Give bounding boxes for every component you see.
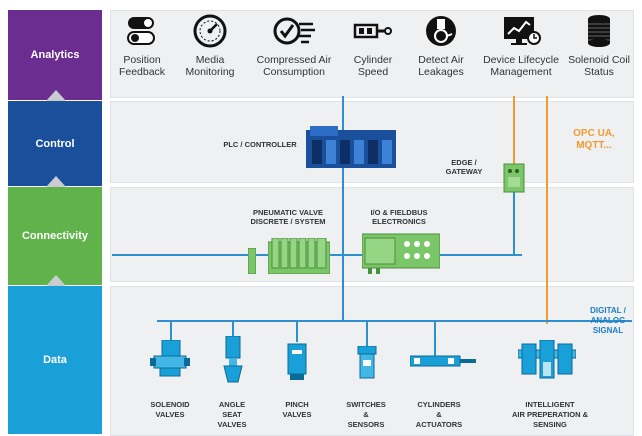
device-label-line: PINCH [285,400,309,409]
pinch-valve-icon [287,343,307,380]
layer-connectivity-label: Connectivity [21,230,88,242]
device-label-line: SEAT [222,410,242,419]
monitor-chart-icon [504,17,541,45]
drop-cylinder [434,320,436,356]
analytics-item-solenoid-coil: Solenoid Coil Status [566,14,632,78]
analytics-label-line2: Consumption [263,66,325,78]
valve-system-label-line2: DISCRETE / SYSTEM [250,217,326,226]
protocol-label-line2: MQTT... [576,140,612,151]
drop-pinch [296,320,298,342]
angle-seat-valve-icon [223,336,243,383]
analytics-item-media-monitoring: Media Monitoring [178,14,242,78]
plc-controller-icon [306,126,396,168]
signal-label-line2: ANALOG [590,316,626,325]
air-preparation-unit-icon [518,340,576,379]
data-bus [157,320,632,322]
valve-system-label-line1: PNEUMATIC VALVE [252,208,323,217]
layer-data-label: Data [43,354,67,366]
arrow-up-icon [46,176,66,187]
analytics-label-line2: Status [584,66,614,78]
protocol-label: OPC UA, MQTT... [556,128,632,152]
gauge-icon [193,14,227,48]
analytics-label-line2: Management [490,66,552,78]
device-label-line: & [436,410,442,419]
device-label-line: VALVES [282,410,312,419]
device-label-line: VALVES [217,420,247,429]
analytics-label-line1: Compressed Air [256,54,332,66]
arrow-up-icon [46,90,66,101]
layer-connectivity: Connectivity [8,187,102,285]
solenoid-valve-icon [150,340,190,377]
drop-switch [366,320,368,346]
edge-label-line1: EDGE / [451,158,477,167]
plc-label: PLC / CONTROLLER [223,140,297,149]
analytics-label-line1: Detect Air [418,54,464,66]
analytics-item-detect-air-leakages: Detect Air Leakages [408,14,474,78]
device-label-solenoid: SOLENOID VALVES [140,400,200,420]
valve-system-label: PNEUMATIC VALVE DISCRETE / SYSTEM [240,208,336,226]
device-label-cylinders: CYLINDERS & ACTUATORS [404,400,474,430]
layer-control: Control [8,101,102,186]
device-label-line: INTELLIGENT [525,400,575,409]
analytics-label-line1: Device Lifecycle [483,54,559,66]
io-module-icon [362,233,440,274]
leak-detect-icon [426,16,456,46]
device-label-line: SENSING [533,420,567,429]
edge-up-line [513,96,515,164]
edge-gateway-icon [503,163,525,193]
device-label-line: & [363,410,369,419]
coil-icon [588,15,610,47]
protocol-label-line1: OPC UA, [573,128,615,139]
analytics-item-compressed-air: Compressed Air Consumption [246,14,342,78]
device-label-angle-seat: ANGLE SEAT VALVES [204,400,260,430]
discrete-valve-icon [248,248,256,274]
analytics-label-line2: Speed [357,66,389,78]
analytics-item-position-feedback: Position Feedback [112,14,172,78]
analytics-label-line1: Media [195,54,225,66]
analytics-label-line1: Solenoid Coil [568,54,630,66]
device-label-line: ACTUATORS [415,420,463,429]
layer-analytics-label: Analytics [30,49,80,61]
device-label-line: SOLENOID [150,400,190,409]
analytics-label-line1: Position [123,54,161,66]
io-fieldbus-label: I/O & FIELDBUS ELECTRONICS [354,208,444,226]
analytics-label-line2: Feedback [118,66,166,78]
layer-analytics: Analytics [8,10,102,100]
signal-label-line3: SIGNAL [592,326,624,335]
cylinder-icon [353,23,392,39]
air-flow-icon [273,17,315,45]
drop-angle [232,320,234,338]
device-label-switches: SWITCHES & SENSORS [334,400,398,430]
signal-label-line1: DIGITAL / [590,306,626,315]
sensor-switch-icon [357,346,377,379]
analytics-label-line2: Leakages [418,66,464,78]
analytics-label-line1: Cylinder [353,54,393,66]
layer-data: Data [8,286,102,434]
drop-solenoid [170,320,172,342]
arrow-up-icon [46,275,66,286]
io-fieldbus-label-line1: I/O & FIELDBUS [370,208,428,217]
io-fieldbus-label-line2: ELECTRONICS [372,217,426,226]
opc-line [546,96,548,324]
edge-down-line [513,192,515,256]
valve-manifold-icon [268,238,330,274]
edge-label: EDGE / GATEWAY [430,158,498,176]
edge-label-line2: GATEWAY [445,167,483,176]
device-label-line: CYLINDERS [417,400,461,409]
device-label-line: VALVES [155,410,185,419]
analytics-item-device-lifecycle: Device Lifecycle Management [478,14,564,78]
toggle-switch-icon [127,17,155,45]
analytics-item-cylinder-speed: Cylinder Speed [345,14,401,78]
device-label-line: AIR PREPERATION & [511,410,589,419]
device-label-line: SENSORS [347,420,385,429]
signal-label: DIGITAL / ANALOG SIGNAL [580,306,636,336]
analytics-label-line2: Monitoring [185,66,235,78]
plc-vertical-line [342,96,344,320]
device-label-air-prep: INTELLIGENT AIR PREPERATION & SENSING [500,400,600,430]
device-label-line: SWITCHES [346,400,386,409]
layer-control-label: Control [35,137,75,150]
device-label-pinch: PINCH VALVES [270,400,324,420]
device-label-line: ANGLE [218,400,246,409]
cylinder-actuator-icon [410,355,476,367]
